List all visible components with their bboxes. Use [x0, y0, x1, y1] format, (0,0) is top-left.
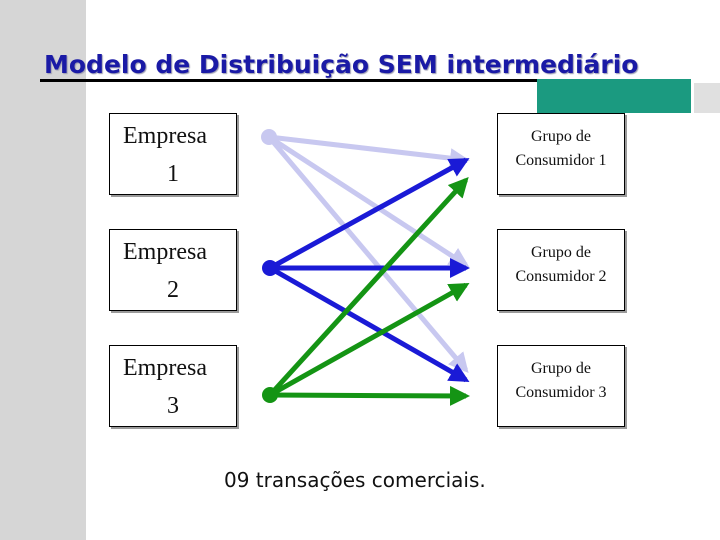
company-3-box: Empresa 3: [109, 345, 237, 427]
arrow-c1-to-g2: [267, 134, 470, 268]
company-2-node: [262, 260, 278, 276]
consumer-group-2-box: Grupo de Consumidor 2: [497, 229, 625, 311]
company-1-node: [261, 129, 277, 145]
company-1-arrows: [261, 129, 470, 374]
consumer-group-1-box: Grupo de Consumidor 1: [497, 113, 625, 195]
title-underline: [40, 79, 680, 82]
consumer-group-1-line1: Grupo de: [531, 128, 591, 145]
arrow-c3-to-g2: [268, 282, 470, 398]
slide-title: Modelo de Distribuição SEM intermediário: [44, 50, 639, 79]
consumer-group-2-line1: Grupo de: [531, 244, 591, 261]
company-2-label: Empresa: [123, 239, 207, 265]
consumer-group-1-line2: Consumidor 1: [515, 152, 607, 169]
accent-gray-block: [694, 83, 720, 113]
arrow-c3-to-g3: [269, 385, 470, 406]
company-3-label: Empresa: [123, 355, 207, 381]
consumer-group-3-line2: Consumidor 3: [515, 384, 607, 401]
company-1-box: Empresa 1: [109, 113, 237, 195]
left-side-band: [0, 0, 86, 540]
company-2-number: 2: [167, 277, 179, 303]
company-3-number: 3: [167, 393, 179, 419]
consumer-group-3-line1: Grupo de: [531, 360, 591, 377]
company-3-node: [262, 387, 278, 403]
company-1-label: Empresa: [123, 123, 207, 149]
arrow-c1-to-g1: [268, 134, 470, 169]
arrow-c2-to-g1: [268, 157, 470, 271]
arrow-c3-to-g1: [268, 177, 469, 397]
company-2-arrows: [262, 157, 470, 383]
company-1-number: 1: [167, 161, 179, 187]
consumer-group-2-line2: Consumidor 2: [515, 268, 607, 285]
consumer-group-3-box: Grupo de Consumidor 3: [497, 345, 625, 427]
company-3-arrows: [262, 177, 470, 406]
accent-block: [537, 79, 691, 113]
company-2-box: Empresa 2: [109, 229, 237, 311]
arrow-c1-to-g3: [267, 135, 469, 374]
arrow-c2-to-g3: [268, 265, 470, 383]
transactions-caption: 09 transações comerciais.: [224, 468, 486, 492]
